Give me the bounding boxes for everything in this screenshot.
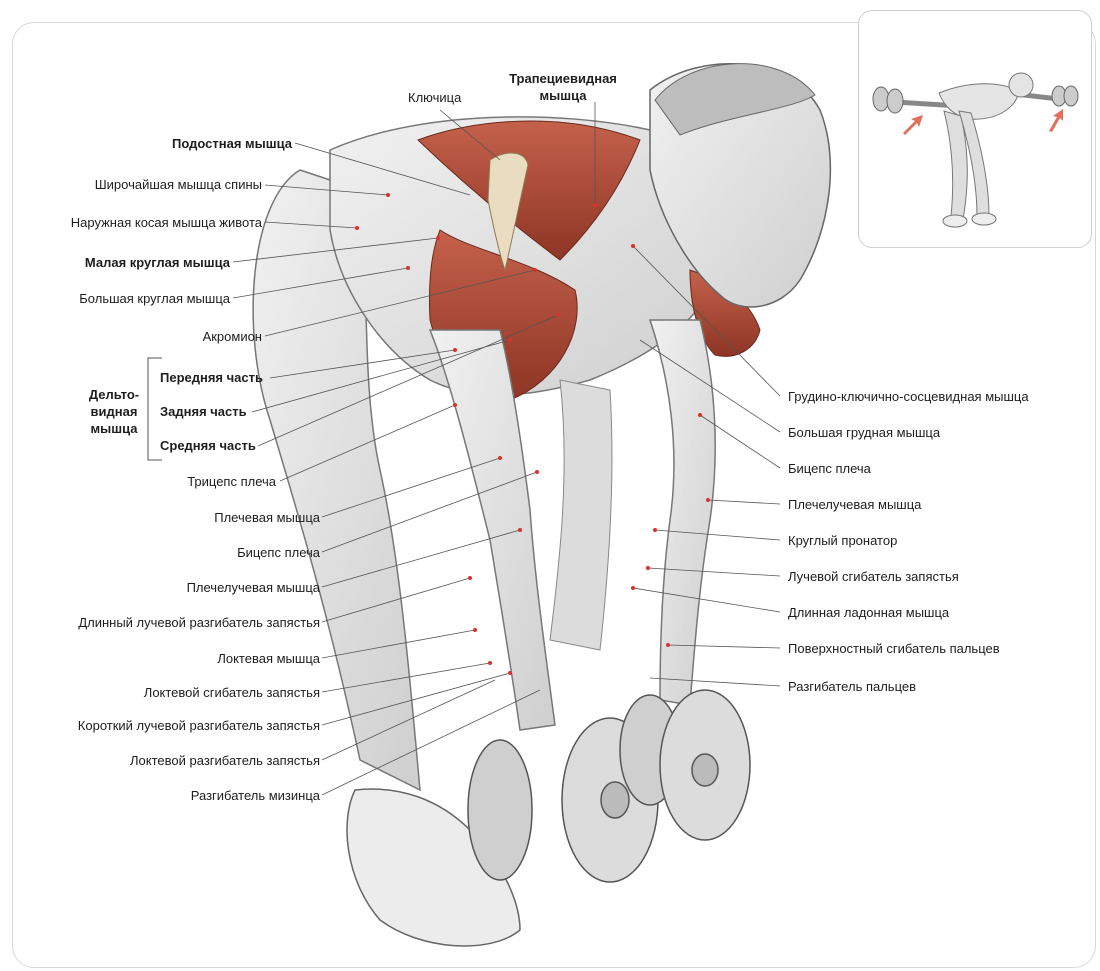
dumbbell-right xyxy=(619,689,751,841)
label-luch-sgib: Лучевой сгибатель запястья xyxy=(788,569,959,584)
label-poverkh-sgib: Поверхностный сгибатель пальцев xyxy=(788,641,1000,656)
marker-dots xyxy=(355,193,710,675)
label-deltoid-front: Передняя часть xyxy=(160,370,263,385)
label-biceps-left: Бицепс плеча xyxy=(237,545,320,560)
label-grudino: Грудино-ключично-сосцевидная мышца xyxy=(788,389,1029,404)
outer-frame xyxy=(12,22,1096,968)
leader-lines-top xyxy=(439,102,596,205)
label-malaya-kruglaya: Малая круглая мышца xyxy=(84,255,230,270)
leader-lines-left xyxy=(232,142,559,796)
label-krugly-pronator: Круглый пронатор xyxy=(788,533,898,548)
label-klyuchitsa: Ключица xyxy=(408,90,462,105)
label-lokt-sgib: Локтевой сгибатель запястья xyxy=(143,685,320,700)
arrow-up-right xyxy=(1049,109,1063,132)
inset-exercise-thumbnail xyxy=(858,10,1092,248)
arm-left xyxy=(428,329,556,731)
label-razgib-paltsev: Разгибатель пальцев xyxy=(788,679,917,694)
label-naruzhnaya-kosaya: Наружная косая мышца живота xyxy=(70,215,262,230)
label-loktevaya: Локтевая мышца xyxy=(217,651,320,666)
label-trapezius: Трапециевидная мышца xyxy=(509,71,617,103)
label-shirochayshaya: Широчайшая мышца спины xyxy=(94,177,262,192)
label-plecheluchevaya-right: Плечелучевая мышца xyxy=(788,497,922,512)
leg-back xyxy=(252,169,421,792)
label-bolshaya-grudnaya: Большая грудная мышца xyxy=(788,425,941,440)
label-biceps-right: Бицепс плеча xyxy=(788,461,871,476)
label-akromion: Акромион xyxy=(202,329,262,344)
label-plecheluchevaya-left: Плечелучевая мышца xyxy=(186,580,320,595)
label-plechevaya: Плечевая мышца xyxy=(214,510,320,525)
label-dl-ladonnaya: Длинная ладонная мышца xyxy=(788,605,950,620)
deltoid-bracket xyxy=(147,357,162,461)
label-deltoid-title: Дельто- видная мышца xyxy=(88,387,140,436)
label-deltoid-rear: Задняя часть xyxy=(160,404,247,419)
label-dl-luch-razgib: Длинный лучевой разгибатель запястья xyxy=(78,615,320,630)
label-lokt-razgib: Локтевой разгибатель запястья xyxy=(130,753,320,768)
leg-front xyxy=(549,379,613,651)
label-deltoid-middle: Средняя часть xyxy=(160,438,256,453)
label-razgib-mizintsa: Разгибатель мизинца xyxy=(190,788,320,803)
shoe xyxy=(346,788,521,947)
acromion-bone xyxy=(487,152,529,272)
label-bolshaya-kruglaya: Большая круглая мышца xyxy=(79,291,230,306)
arrow-up-left xyxy=(903,115,923,135)
arm-right xyxy=(648,319,716,706)
label-korot-luch-razgib: Короткий лучевой разгибатель запястья xyxy=(77,718,320,733)
inset-figure xyxy=(872,72,1079,228)
hair xyxy=(654,63,816,136)
label-triceps: Трицепс плеча xyxy=(187,474,276,489)
leader-lines-right xyxy=(632,245,781,687)
label-podostnaya: Подостная мышца xyxy=(172,136,292,151)
